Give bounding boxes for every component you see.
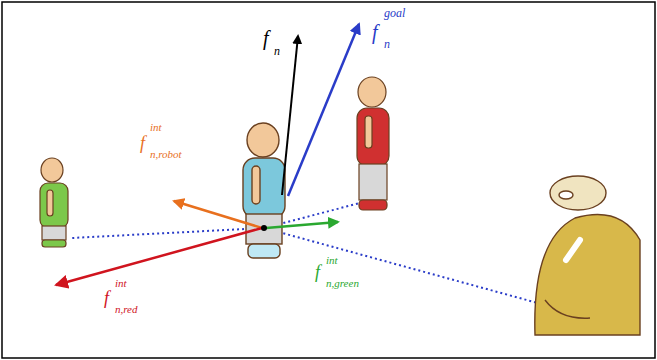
resultant-force-arrow (282, 36, 298, 195)
robot-force-arrow (174, 201, 262, 228)
green-force-arrow (266, 222, 338, 228)
force-subscript: n,green (325, 278, 360, 289)
central-pedestrian (243, 123, 285, 258)
sight-lines (72, 203, 545, 305)
force-subscript: n (273, 45, 281, 57)
force-subscript: n,robot (149, 149, 183, 160)
red-force-arrow (56, 228, 262, 285)
force-subscript: n (383, 38, 391, 50)
red-pedestrian (357, 77, 389, 210)
force-superscript: int (325, 255, 339, 266)
force-symbol: f (371, 22, 379, 42)
force-symbol: f (314, 263, 321, 281)
force-subscript: n,red (114, 304, 139, 315)
robot (535, 176, 640, 335)
force-symbol: f (139, 134, 146, 152)
center-point (261, 225, 267, 231)
force-symbol: f (262, 28, 270, 48)
force-superscript: int (114, 278, 128, 289)
green-pedestrian (40, 158, 68, 247)
force-superscript: int (149, 122, 163, 133)
goal-force-arrow (288, 24, 359, 196)
force-symbol: f (103, 289, 110, 307)
force-superscript: goal (383, 7, 406, 19)
